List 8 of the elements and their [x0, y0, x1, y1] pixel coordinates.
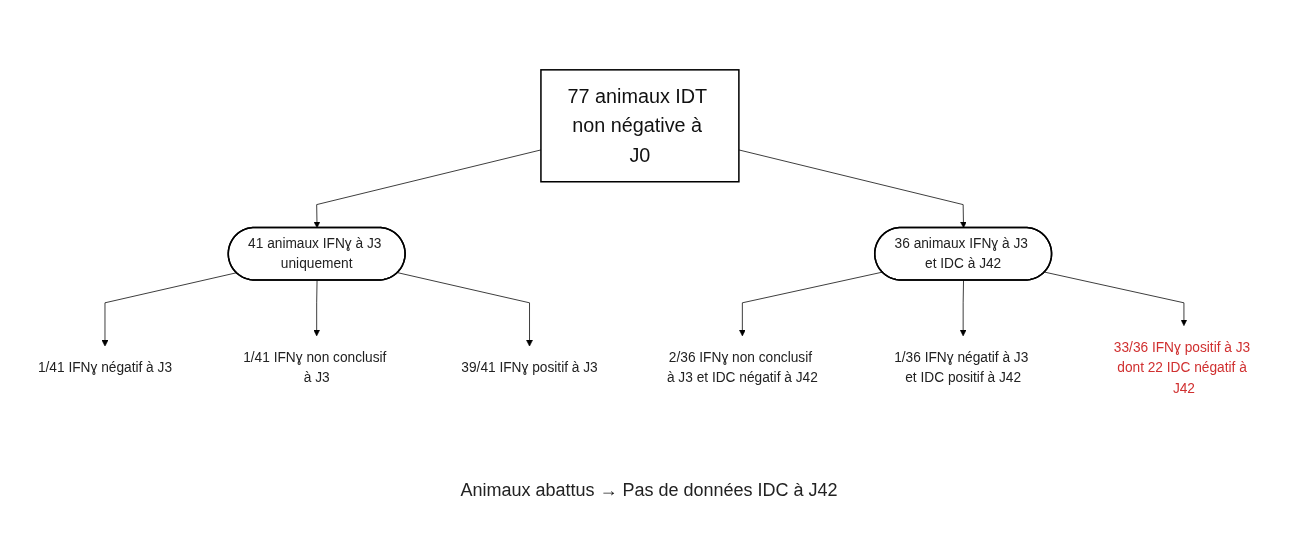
node-text: 1/41 IFNɣ négatif à J3	[37, 359, 173, 376]
node-text: 39/41 IFNɣ positif à J3	[461, 359, 598, 376]
node-text: 2/36 IFNɣ non conclusif à J3 et IDC négatif à J42	[666, 349, 818, 386]
node-text: 1/41 IFNɣ non conclusif à J3	[243, 349, 387, 386]
node-box: 77 animaux IDT non négative à J0	[540, 69, 740, 183]
node-text: 1/36 IFNɣ négatif à J3 et IDC positif à J42	[894, 349, 1029, 386]
note-text: Animaux abattus → Pas de données IDC à J42	[460, 480, 838, 501]
node-text: 33/36 IFNɣ positif à J3 dont 22 IDC négatif à J42	[1113, 339, 1251, 396]
